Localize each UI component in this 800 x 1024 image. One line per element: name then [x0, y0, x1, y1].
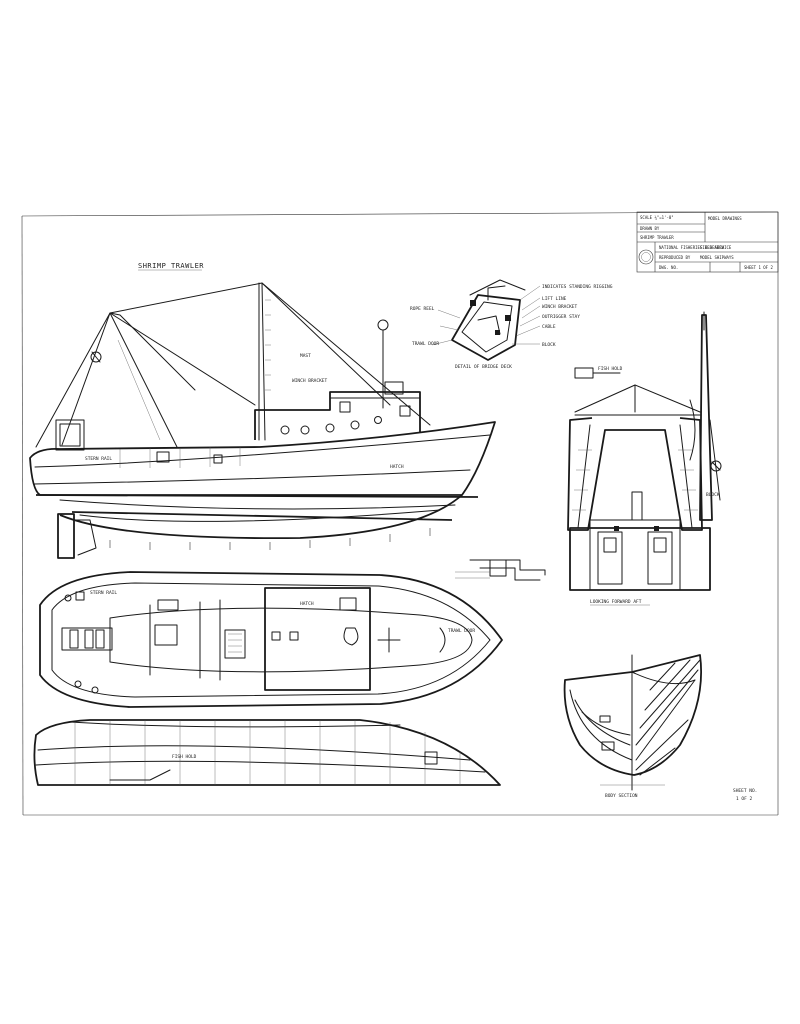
title-block-line: SHRIMP TRAWLER [640, 235, 674, 240]
corner-note: SHEET NO. 1 OF 2 [733, 788, 757, 802]
callout-label: BLOCK [542, 342, 556, 348]
callout-label: MAST [300, 353, 311, 359]
callout-label: ROPE REEL [410, 306, 435, 312]
block-icon [710, 460, 722, 472]
sheet-title: SHRIMP TRAWLER [138, 262, 204, 270]
deck-detail-view: INDICATES STANDING RIGGING LIFT LINE WIN… [410, 279, 613, 370]
callout-label: WINCH BRACKET [292, 378, 328, 384]
body-section-view: BODY SECTION [563, 654, 703, 799]
callout-label: LIFT LINE [542, 296, 567, 302]
callout-label: STERN RAIL [85, 456, 112, 462]
radar-icon [377, 319, 389, 331]
callout-label: OUTRIGGER STAY [542, 314, 580, 320]
sheet-border [21, 211, 779, 816]
title-block-line: MODEL DRAWINGS [708, 216, 742, 221]
callout-label: TRAWL DOOR [448, 628, 475, 634]
corner-note-line: SHEET NO. [733, 788, 757, 794]
callout-label: WINCH BRACKET [542, 304, 578, 310]
block-icon [90, 351, 102, 363]
view-label-body-section: BODY SECTION [605, 793, 638, 799]
callout-label: TRAWL DOOR [412, 341, 439, 347]
profile-view: MAST WINCH BRACKET HATCH STERN RAIL [29, 282, 496, 559]
title-block-line: DWG. NO. [659, 265, 678, 270]
view-label-deck-detail: DETAIL OF BRIDGE DECK [455, 364, 512, 370]
lines-plan-view: FISH HOLD [33, 719, 501, 786]
title-block-line: REPRODUCED BY [659, 255, 691, 260]
callout-label: STERN RAIL [90, 590, 117, 596]
title-block-line: SCALE ¼"=1'-0" [640, 215, 674, 221]
title-block: SCALE ¼"=1'-0" DRAWN BY SHRIMP TRAWLER M… [636, 211, 779, 273]
callout-label: HATCH [390, 464, 404, 470]
title-block-line: FIELD SERVICE [700, 245, 732, 250]
callout-label: BLOCK [706, 492, 720, 498]
title-block-line: SHEET 1 OF 2 [744, 265, 773, 270]
title-block-line: NATIONAL FISHERIES RESEARCH [659, 245, 725, 250]
title-block-line: MODEL SHIPWAYS [700, 255, 734, 260]
callout-label: FISH HOLD [598, 366, 623, 372]
fitting-detail [455, 559, 546, 581]
callout-label: CABLE [542, 324, 556, 330]
seal-icon [638, 249, 654, 265]
callout-label: INDICATES STANDING RIGGING [542, 284, 613, 290]
rigging-section-view: FISH HOLD BLOCK LOOKING FORWARD AFT [567, 311, 722, 606]
callout-label: FISH HOLD [172, 754, 197, 760]
corner-note-line: 1 OF 2 [736, 796, 753, 802]
title-block-line: DRAWN BY [640, 226, 660, 231]
callout-label: HATCH [300, 601, 314, 607]
view-label-rigging-section: LOOKING FORWARD AFT [590, 599, 642, 605]
deck-plan-view: HATCH TRAWL DOOR STERN RAIL [39, 571, 503, 708]
